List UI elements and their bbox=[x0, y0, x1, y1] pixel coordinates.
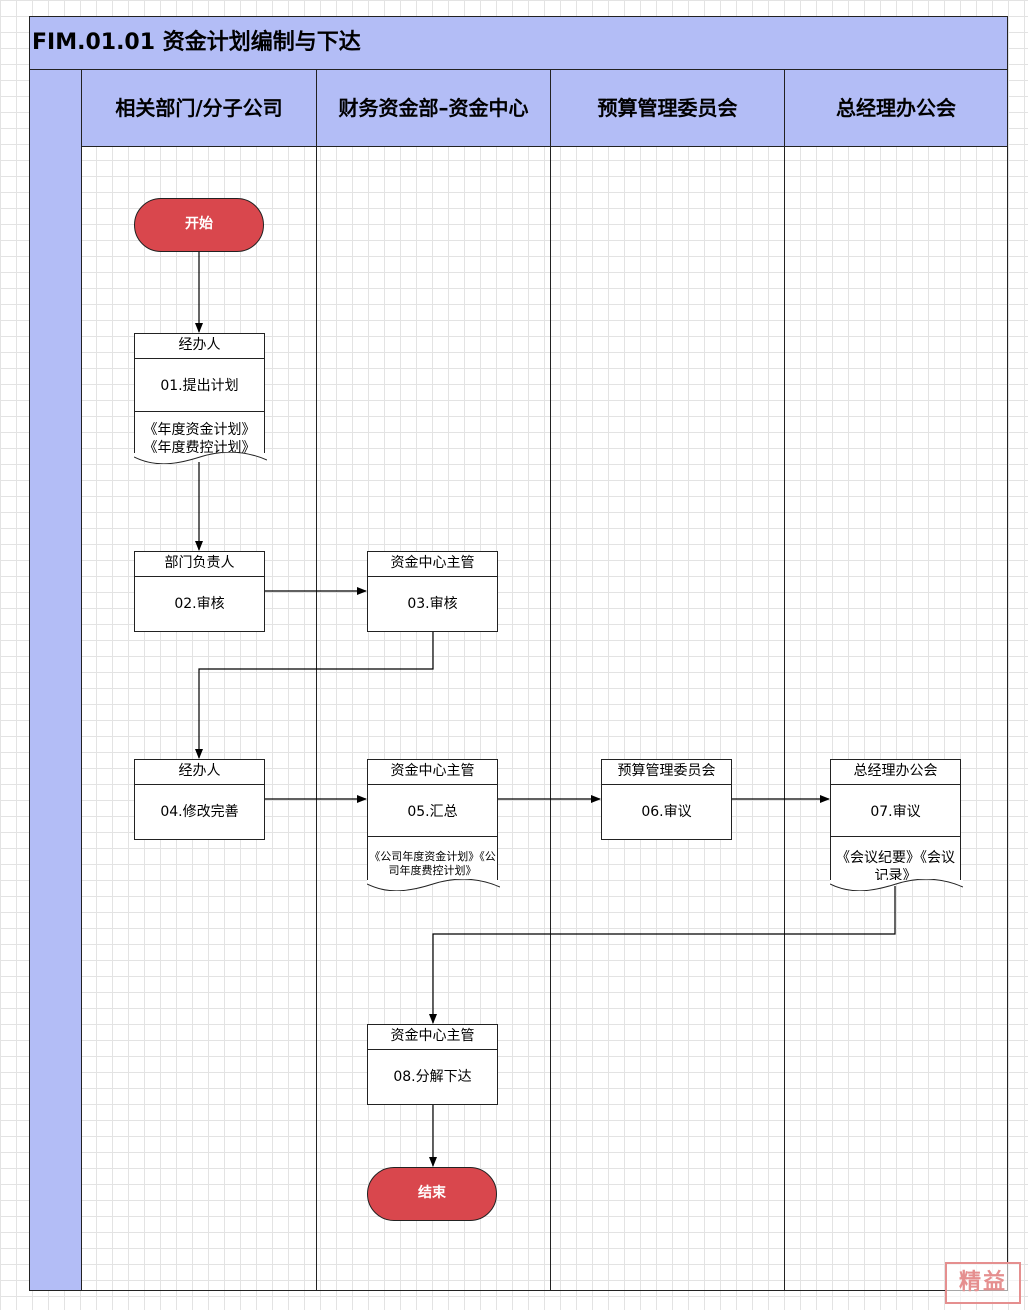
step-07-role: 总经理办公会 bbox=[831, 760, 960, 785]
lane-header-departments: 相关部门/分子公司 bbox=[81, 69, 317, 147]
step-01-propose-plan: 经办人 01.提出计划 bbox=[134, 333, 265, 414]
doc-annual-fund-plan: 《年度资金计划》 bbox=[143, 422, 256, 438]
doc-company-plans-line2: 司年度费控计划》 bbox=[388, 864, 477, 877]
diagram-title: FIM.01.01 资金计划编制与下达 bbox=[29, 16, 1008, 70]
step-03-label: 03.审核 bbox=[407, 596, 458, 612]
step-02-department-review: 部门负责人 02.审核 bbox=[134, 551, 265, 632]
step-05-document: 《公司年度资金计划》《公 司年度费控计划》 bbox=[367, 836, 500, 891]
step-08-label: 08.分解下达 bbox=[393, 1069, 472, 1085]
start-terminal: 开始 bbox=[134, 198, 264, 252]
step-03-fund-center-review: 资金中心主管 03.审核 bbox=[367, 551, 498, 632]
doc-company-plans-line1: 《公司年度资金计划》《公 bbox=[369, 850, 496, 863]
step-06-role: 预算管理委员会 bbox=[602, 760, 731, 785]
step-07-gm-office-review: 总经理办公会 07.审议 bbox=[830, 759, 961, 840]
step-05-label: 05.汇总 bbox=[407, 804, 458, 820]
step-07-document: 《会议纪要》《会议 记录》 bbox=[830, 836, 963, 891]
step-07-label: 07.审议 bbox=[870, 804, 921, 820]
step-04-label: 04.修改完善 bbox=[160, 804, 239, 820]
step-01-label: 01.提出计划 bbox=[160, 378, 239, 394]
lane-general-manager-office bbox=[784, 146, 1008, 1291]
document-wave-edge bbox=[134, 452, 267, 464]
step-05-role: 资金中心主管 bbox=[368, 760, 497, 785]
doc-meeting-minutes-line1: 《会议纪要》《会议 bbox=[836, 850, 955, 866]
document-wave-edge bbox=[367, 879, 500, 891]
arrow-07-to-08 bbox=[429, 886, 896, 1024]
step-01-document: 《年度资金计划》 《年度费控计划》 bbox=[134, 411, 267, 464]
step-04-revise: 经办人 04.修改完善 bbox=[134, 759, 265, 840]
swimlane-side-bar bbox=[29, 69, 82, 1291]
step-04-role: 经办人 bbox=[135, 760, 264, 785]
lane-header-finance-fund-center: 财务资金部–资金中心 bbox=[316, 69, 551, 147]
arrow-03-to-04 bbox=[195, 630, 434, 759]
lane-header-general-manager-office: 总经理办公会 bbox=[784, 69, 1008, 147]
end-terminal: 结束 bbox=[367, 1167, 497, 1221]
step-06-budget-committee-review: 预算管理委员会 06.审议 bbox=[601, 759, 732, 840]
watermark-stamp: 精益 bbox=[945, 1262, 1021, 1304]
step-03-role: 资金中心主管 bbox=[368, 552, 497, 577]
step-02-role: 部门负责人 bbox=[135, 552, 264, 577]
step-08-decompose-issue: 资金中心主管 08.分解下达 bbox=[367, 1024, 498, 1105]
step-02-label: 02.审核 bbox=[174, 596, 225, 612]
document-wave-edge bbox=[830, 879, 963, 891]
step-06-label: 06.审议 bbox=[641, 804, 692, 820]
step-01-role: 经办人 bbox=[135, 334, 264, 359]
step-05-summarize: 资金中心主管 05.汇总 bbox=[367, 759, 498, 840]
lane-header-budget-committee: 预算管理委员会 bbox=[550, 69, 785, 147]
step-08-role: 资金中心主管 bbox=[368, 1025, 497, 1050]
